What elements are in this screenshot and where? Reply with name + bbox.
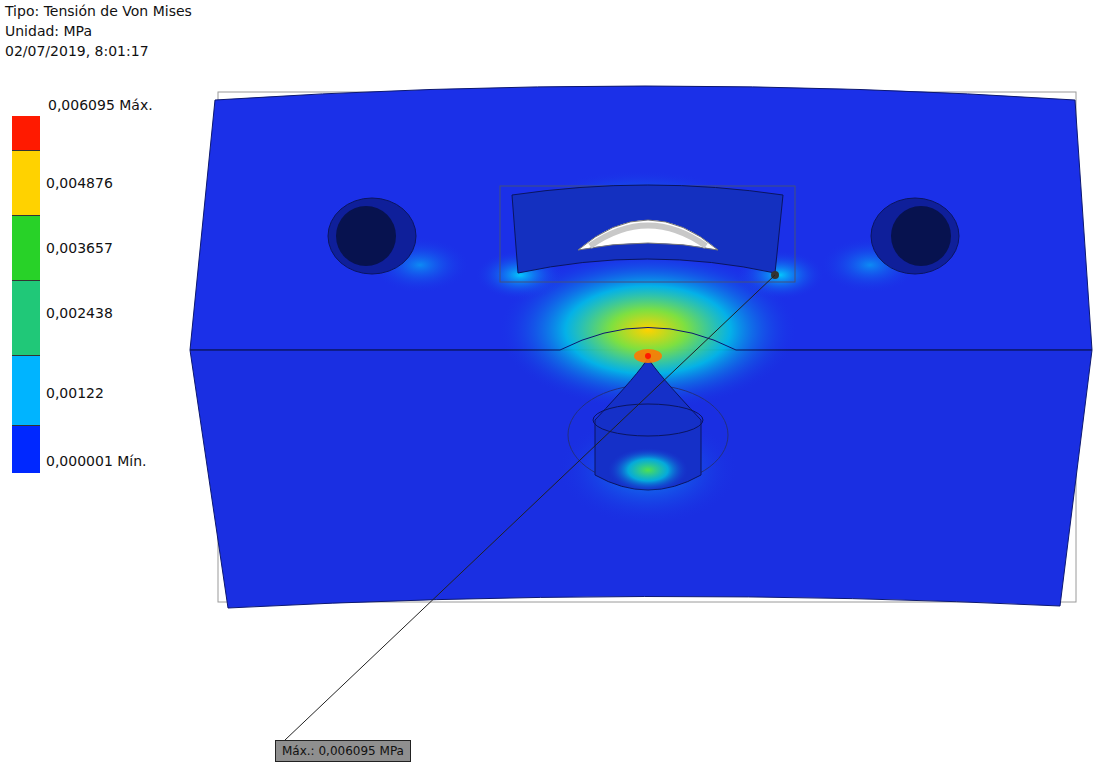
front-face [190, 350, 1092, 608]
slot [512, 185, 783, 273]
max-spot [645, 353, 651, 359]
model-edge [190, 328, 1092, 351]
slot-opening [590, 226, 706, 247]
legend-swatch [12, 280, 40, 356]
legend-value: 0,000001 Mín. [46, 452, 147, 470]
hole [871, 198, 959, 274]
max-callout: Máx.: 0,006095 MPa [275, 740, 411, 762]
hole [336, 206, 396, 266]
legend-swatch [12, 116, 40, 150]
legend-value: 0,00122 [46, 384, 104, 402]
hole [891, 206, 951, 266]
legend-swatch [12, 150, 40, 216]
hole [593, 404, 703, 436]
leader-line [285, 275, 775, 740]
slot-outline [500, 186, 795, 282]
color-bar [12, 116, 40, 472]
legend-value: 0,006095 Máx. [48, 96, 153, 114]
legend-swatch [12, 355, 40, 426]
callout-text: Máx.: 0,006095 MPa [276, 741, 410, 761]
legend-value: 0,002438 [46, 304, 113, 322]
timestamp: 02/07/2019, 8:01:17 [5, 42, 149, 60]
stress-field [608, 448, 688, 492]
hole [328, 198, 416, 274]
legend-swatch [12, 215, 40, 281]
unit-label: Unidad: MPa [5, 22, 92, 40]
legend-value: 0,004876 [46, 174, 113, 192]
legend-value: 0,003657 [46, 239, 113, 257]
legend-swatch [12, 425, 40, 473]
slot-opening [578, 220, 718, 250]
result-type: Tipo: Tensión de Von Mises [5, 2, 192, 20]
max-spot [634, 349, 662, 363]
